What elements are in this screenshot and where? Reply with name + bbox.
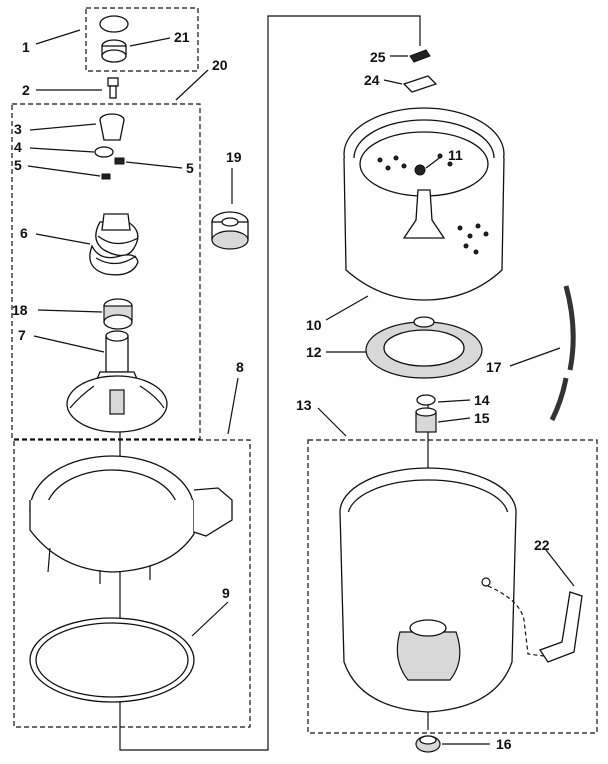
washer-part-4 [94,146,114,158]
group-box-13 [307,439,598,734]
agitator-part-7 [66,330,168,433]
label-part-6: 6 [20,225,28,241]
group-box-21 [85,7,199,72]
label-part-7: 7 [18,327,26,343]
ring-part-12 [365,316,483,379]
leader-lines [27,29,575,745]
label-part-8: 8 [236,359,244,375]
label-part-15: 15 [474,410,490,426]
cap-part-21 [99,15,129,63]
clamp-part-24 [402,75,438,93]
label-part-20: 20 [212,57,228,73]
gasket-part-9 [29,617,195,703]
tub-ring-part-8 [29,455,233,584]
label-part-17: 17 [486,359,502,375]
label-part-16: 16 [496,736,512,752]
label-part-5-right: 5 [186,160,194,176]
label-part-18: 18 [12,302,28,318]
label-part-21: 21 [174,29,190,45]
label-part-2: 2 [22,82,30,98]
clip-part-5a [114,157,125,165]
label-part-19: 19 [226,149,242,165]
label-part-5-left: 5 [14,157,22,173]
basket-part-10 [343,107,505,301]
label-part-1: 1 [22,39,30,55]
clip-part-5b [101,173,111,180]
label-part-12: 12 [306,344,322,360]
label-part-3: 3 [14,121,22,137]
outer-tub-part-13 [339,467,517,713]
bolt-part-25 [409,49,431,63]
bolt-part-2 [107,77,119,99]
label-part-11: 11 [448,147,463,163]
label-part-10: 10 [306,317,322,333]
label-part-14: 14 [474,392,490,408]
auger-part-6 [89,213,139,276]
label-part-24: 24 [364,72,380,88]
nut-part-16 [415,735,441,753]
hose-part-17 [549,285,576,422]
cam-part-3 [99,113,125,141]
group-box-8 [13,439,251,728]
label-part-22: 22 [534,537,550,553]
seal-part-14 [416,394,436,406]
label-part-9: 9 [222,585,230,601]
label-part-4: 4 [14,139,22,155]
label-part-13: 13 [296,397,312,413]
ring-part-18 [103,298,133,330]
nut-part-15 [415,407,437,433]
label-part-25: 25 [370,49,386,65]
hose-part-22 [487,585,583,663]
group-box-20 [11,103,201,440]
seal-part-19 [211,211,249,250]
